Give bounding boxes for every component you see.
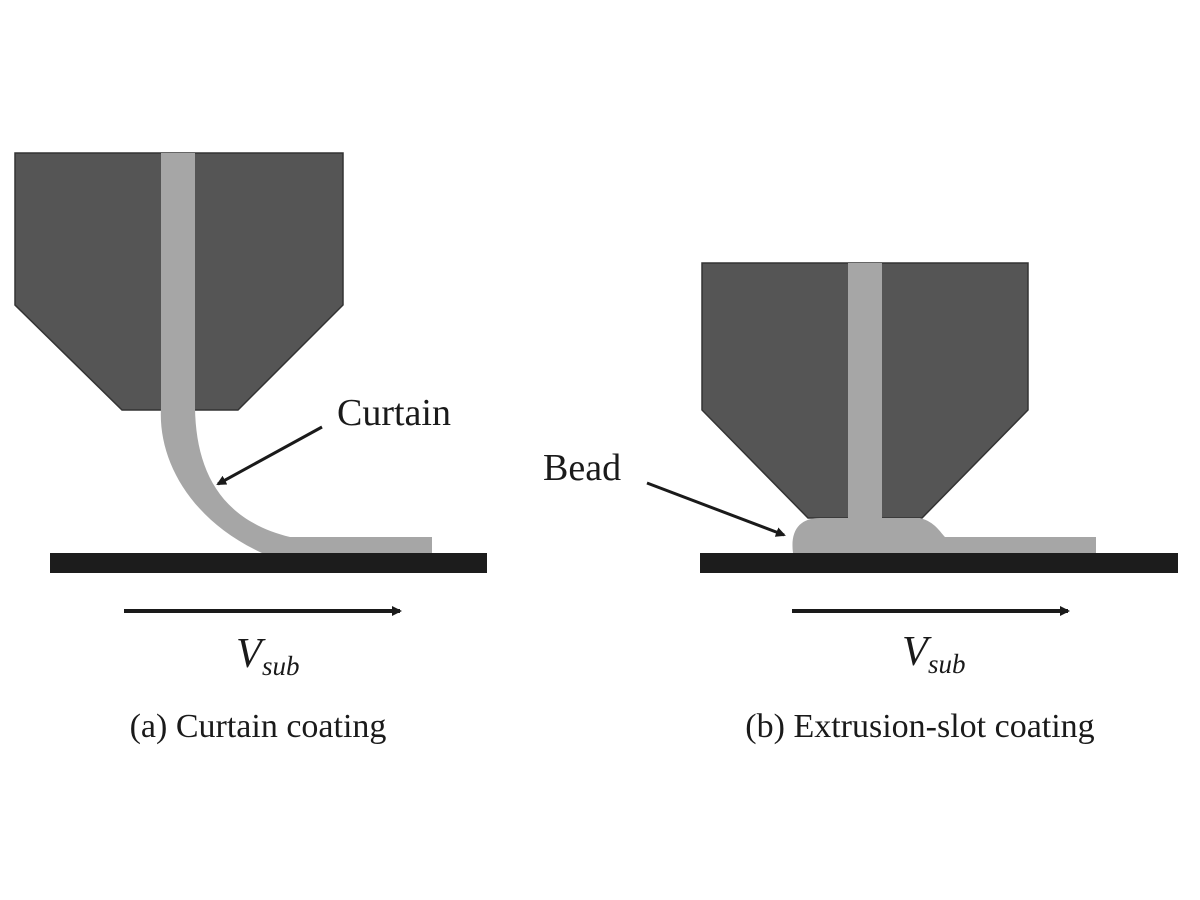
svg-text:V: V — [236, 631, 266, 677]
bead-annotation-label: Bead — [543, 447, 621, 489]
panel-curtain-coating: Curtain V sub (a) Curtain coating — [14, 152, 487, 745]
curtain-liquid-sheet — [160, 408, 432, 553]
bead-annotation-arrow — [646, 481, 786, 537]
panel-extrusion-slot-coating: Bead V sub (b) Extrusion-slot coating — [543, 262, 1178, 745]
curtain-velocity-label: V sub — [236, 631, 300, 681]
curtain-annotation-arrow — [216, 425, 323, 486]
svg-text:V: V — [902, 629, 932, 675]
slot-coating-bead — [792, 518, 1096, 553]
curtain-substrate — [50, 553, 487, 573]
svg-text:sub: sub — [928, 649, 966, 679]
slot-caption: (b) Extrusion-slot coating — [745, 708, 1094, 745]
slot-velocity-label: V sub — [902, 629, 966, 679]
curtain-die-slot — [161, 153, 195, 410]
slot-die-slot — [848, 263, 882, 523]
slot-substrate — [700, 553, 1178, 573]
svg-text:sub: sub — [262, 651, 300, 681]
curtain-annotation-label: Curtain — [337, 392, 451, 434]
curtain-caption: (a) Curtain coating — [130, 708, 387, 745]
